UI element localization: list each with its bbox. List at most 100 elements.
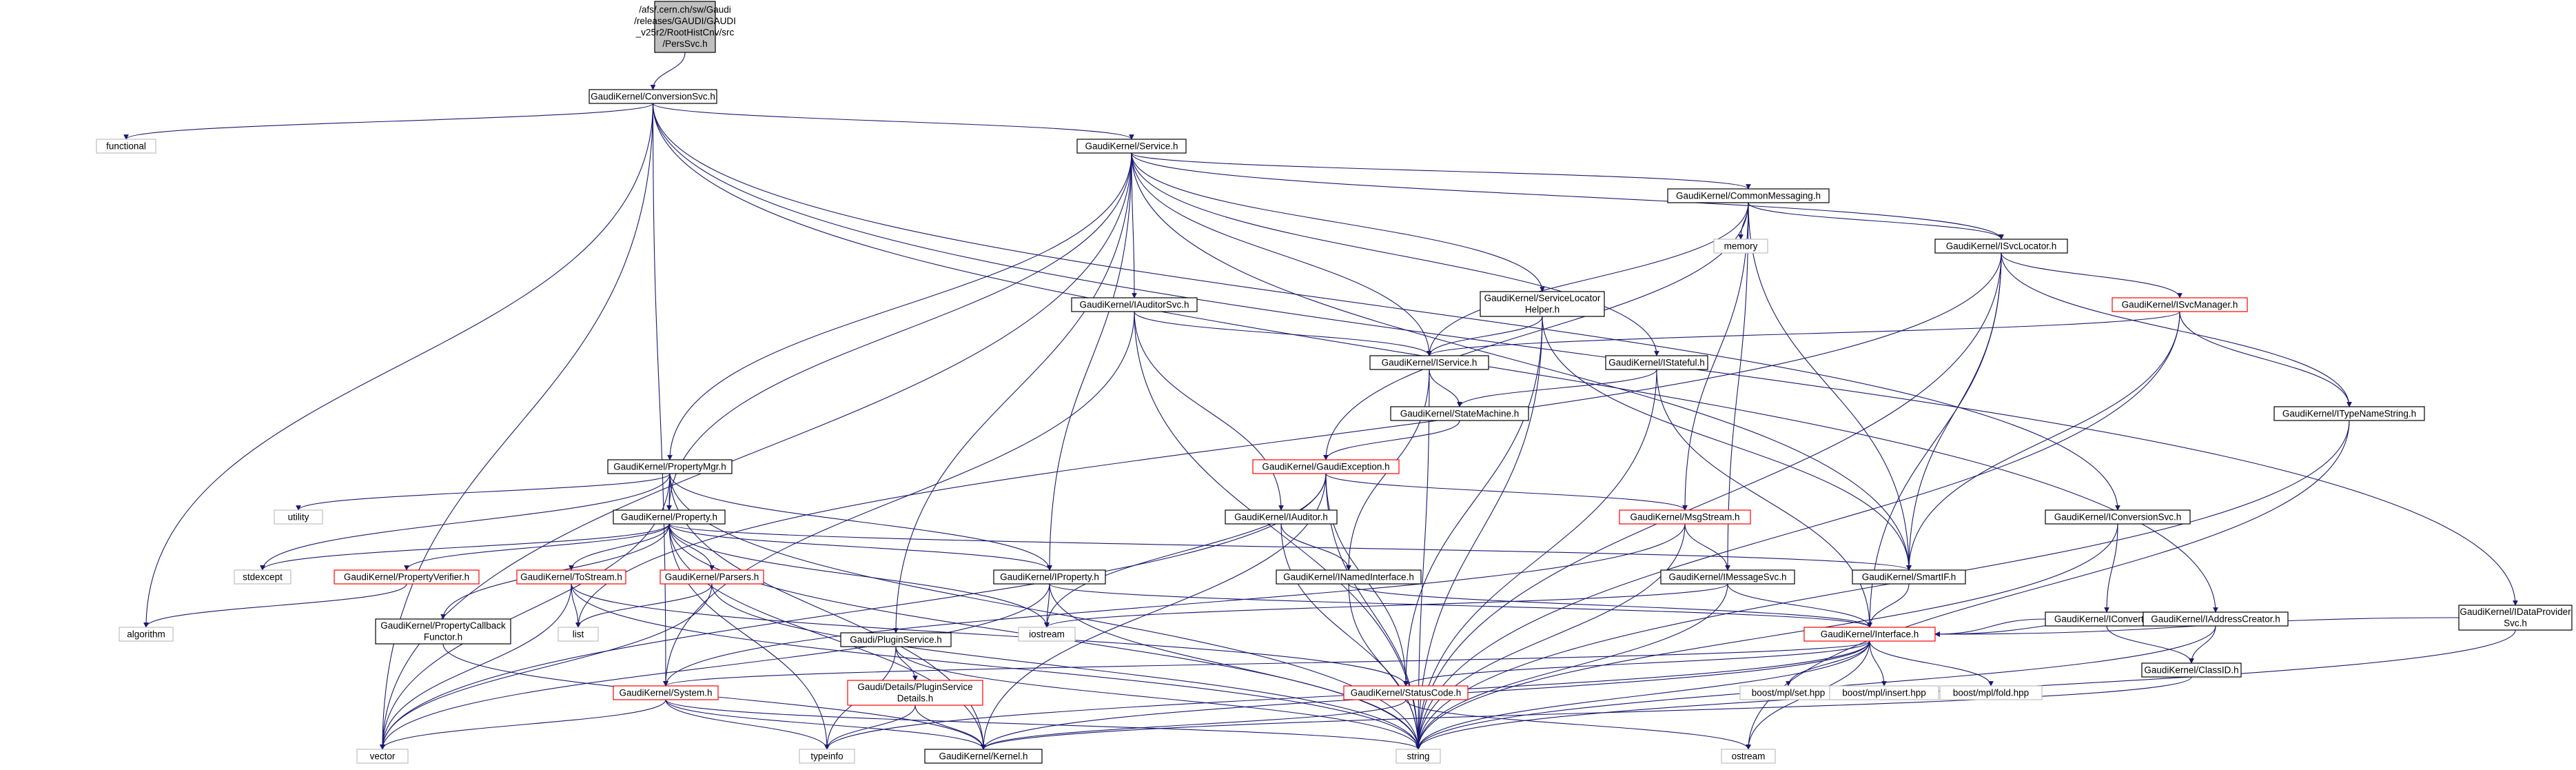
- node-tostream[interactable]: GaudiKernel/ToStream.h: [516, 569, 626, 585]
- node-parsers[interactable]: GaudiKernel/Parsers.h: [660, 569, 764, 585]
- edge-arrow: [1403, 640, 1870, 687]
- node-box: [2273, 406, 2425, 421]
- node-istateful[interactable]: GaudiKernel/IStateful.h: [1605, 355, 1708, 370]
- node-imessagesvc[interactable]: GaudiKernel/IMessageSvc.h: [1660, 569, 1795, 585]
- edge-interface-to-system: [663, 640, 1870, 687]
- node-propertyverifier[interactable]: GaudiKernel/PropertyVerifier.h: [334, 569, 480, 585]
- edge-isvclocator-to-isvcmanager: [2001, 252, 2183, 298]
- node-box: [993, 569, 1106, 585]
- node-property[interactable]: GaudiKernel/Property.h: [613, 509, 726, 525]
- node-isvcmanager[interactable]: GaudiKernel/ISvcManager.h: [2112, 297, 2248, 312]
- edge-arrow: [1415, 523, 1686, 750]
- node-system[interactable]: GaudiKernel/System.h: [613, 685, 719, 700]
- node-iproperty[interactable]: GaudiKernel/IProperty.h: [993, 569, 1106, 585]
- edge-property-to-iostream: [668, 523, 1050, 628]
- node-box: [613, 685, 719, 700]
- edge-arrow: [1415, 523, 2118, 750]
- edge-arrow: [663, 640, 1870, 687]
- node-smartif[interactable]: GaudiKernel/SmartIF.h: [1852, 569, 1966, 585]
- node-iservice[interactable]: GaudiKernel/IService.h: [1369, 355, 1489, 370]
- node-statemachine[interactable]: GaudiKernel/StateMachine.h: [1390, 406, 1529, 421]
- node-inamedinterface[interactable]: GaudiKernel/INamedInterface.h: [1276, 569, 1422, 585]
- edge-iauditorsvc-to-system: [663, 311, 1135, 687]
- node-label: GaudiKernel/System.h: [619, 687, 712, 698]
- node-iauditorsvc[interactable]: GaudiKernel/IAuditorSvc.h: [1071, 297, 1198, 312]
- node-service[interactable]: GaudiKernel/Service.h: [1076, 139, 1187, 154]
- edge-arrow: [665, 699, 986, 750]
- edge-service-to-smartif: [1131, 152, 1912, 571]
- edge-arrow: [380, 103, 654, 750]
- node-label: algorithm: [127, 629, 165, 639]
- node-typeinfo: typeinfo: [799, 749, 855, 764]
- edge-arrow: [2104, 523, 2118, 613]
- node-box: [375, 618, 511, 645]
- node-iaddresscreator[interactable]: GaudiKernel/IAddressCreator.h: [2143, 611, 2289, 627]
- edge-isvcmanager-to-string: [1415, 311, 2180, 750]
- edge-tostream-to-vector: [380, 583, 572, 750]
- edge-service-to-iservice: [1131, 152, 1432, 356]
- node-box: [607, 459, 733, 474]
- node-label: vector: [370, 751, 396, 761]
- edge-service-to-commonmessaging: [1131, 152, 1751, 190]
- edge-smartif-to-interface: [1867, 583, 1910, 628]
- edge-inamedinterface-to-string: [1348, 583, 1421, 750]
- edge-parsers-to-vector: [380, 583, 713, 750]
- node-kernel[interactable]: GaudiKernel/Kernel.h: [924, 749, 1043, 764]
- edge-arrow: [1869, 640, 1994, 687]
- node-label: GaudiKernel/Parsers.h: [665, 571, 759, 582]
- edge-arrow: [1044, 583, 1728, 628]
- edge-arrow: [260, 473, 671, 571]
- node-msgstream[interactable]: GaudiKernel/MsgStream.h: [1619, 509, 1751, 525]
- edge-conversionsvc-to-functional: [123, 103, 654, 140]
- node-box: [234, 569, 292, 585]
- node-gaudiexception[interactable]: GaudiKernel/GaudiException.h: [1252, 459, 1400, 474]
- node-interface[interactable]: GaudiKernel/Interface.h: [1803, 627, 1936, 642]
- node-iconverter[interactable]: GaudiKernel/IConverter.h: [2045, 611, 2169, 627]
- node-box: [847, 680, 983, 706]
- edge-tostream-to-string: [571, 583, 1421, 750]
- node-statuscode[interactable]: GaudiKernel/StatusCode.h: [1343, 685, 1469, 700]
- node-pluginservice[interactable]: Gaudi/PluginService.h: [840, 632, 952, 647]
- edge-arrow: [652, 103, 2518, 606]
- node-utility: utility: [274, 509, 323, 525]
- edge-iproperty-to-interface: [1049, 583, 1872, 628]
- edge-arrow: [668, 523, 830, 750]
- node-label: GaudiKernel/ISvcManager.h: [2122, 299, 2238, 310]
- node-label: boost/mpl/fold.hpp: [1953, 687, 2029, 698]
- node-iconversionsvc[interactable]: GaudiKernel/IConversionSvc.h: [2045, 509, 2191, 525]
- node-label: GaudiKernel/Kernel.h: [939, 751, 1028, 761]
- edge-isvclocator-to-interface: [1867, 252, 2002, 628]
- node-itypenamestring[interactable]: GaudiKernel/ITypeNameString.h: [2273, 406, 2425, 421]
- node-iauditor[interactable]: GaudiKernel/IAuditor.h: [1225, 509, 1338, 525]
- node-functional: functional: [96, 139, 156, 154]
- node-propertymgr[interactable]: GaudiKernel/PropertyMgr.h: [607, 459, 733, 474]
- node-label: Details.h: [897, 693, 934, 704]
- edge-arrow: [1725, 202, 1749, 571]
- node-classid[interactable]: GaudiKernel/ClassID.h: [2141, 662, 2242, 678]
- node-commonmessaging[interactable]: GaudiKernel/CommonMessaging.h: [1667, 188, 1830, 203]
- edge-msgstream-to-string: [1415, 523, 1686, 750]
- edge-arrow: [571, 583, 581, 628]
- node-conversionsvc[interactable]: GaudiKernel/ConversionSvc.h: [589, 89, 717, 104]
- edge-arrow: [1131, 152, 1545, 292]
- node-label: GaudiKernel/SmartIF.h: [1862, 571, 1956, 582]
- node-isvclocator[interactable]: GaudiKernel/ISvcLocator.h: [1934, 239, 2068, 254]
- node-box: [334, 569, 480, 585]
- edge-arrow: [665, 699, 1421, 750]
- node-label: typeinfo: [810, 751, 843, 761]
- edge-arrow: [1131, 152, 1432, 356]
- edge-arrow: [1323, 202, 1749, 460]
- node-box: [1071, 297, 1198, 312]
- node-label: GaudiKernel/IMessageSvc.h: [1668, 571, 1786, 582]
- edge-system-to-typeinfo: [665, 699, 830, 750]
- edge-arrow: [2179, 311, 2352, 407]
- node-label: GaudiKernel/IStateful.h: [1608, 357, 1705, 367]
- edge-arrow: [1415, 369, 1430, 750]
- edge-conversionsvc-to-system: [652, 103, 668, 687]
- node-label: GaudiKernel/IAuditor.h: [1234, 511, 1328, 522]
